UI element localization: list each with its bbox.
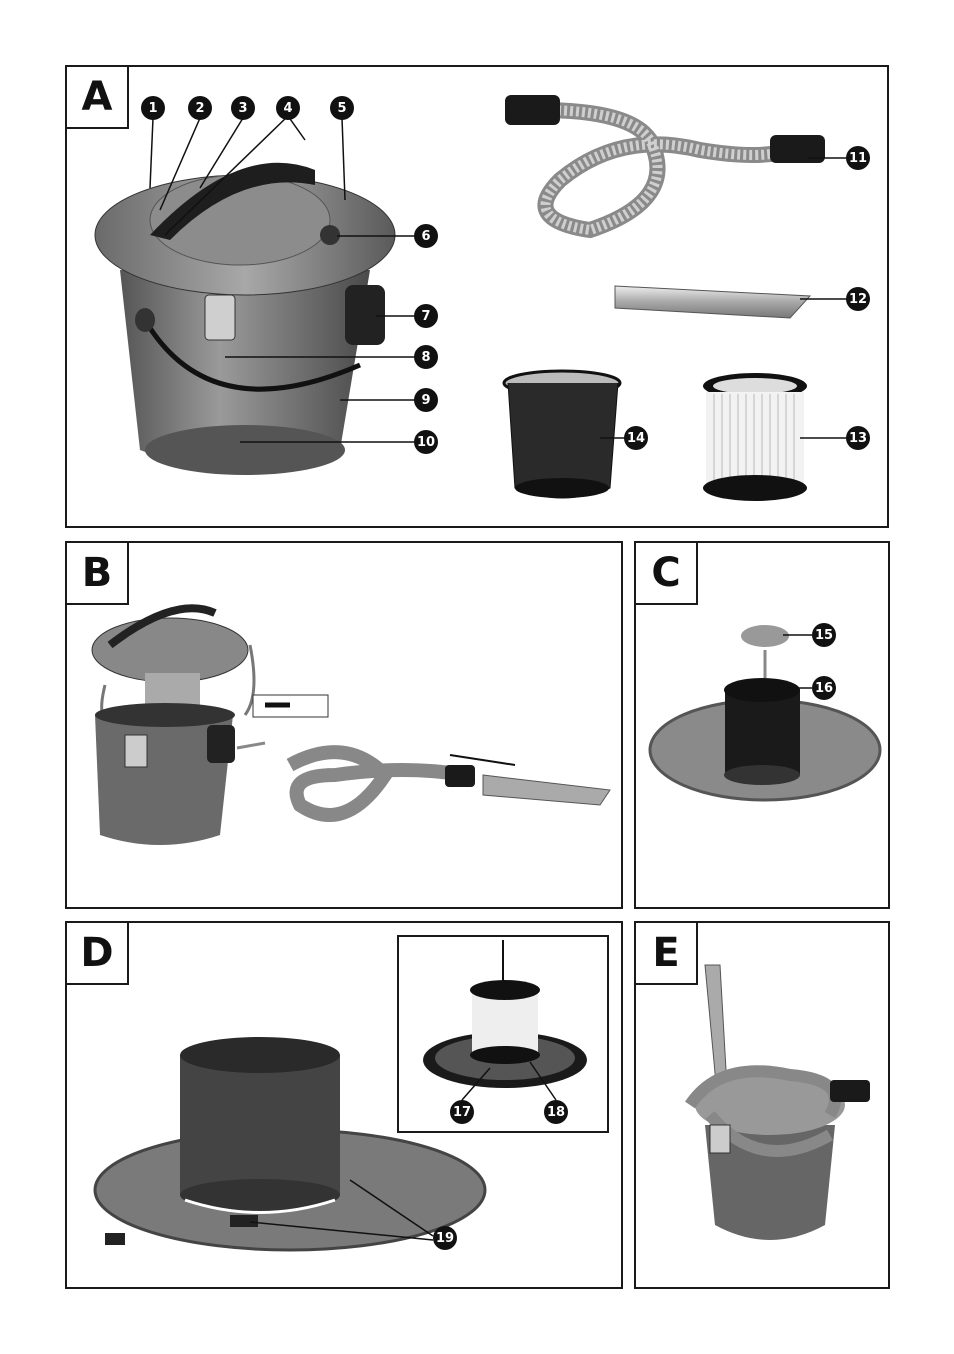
callout-19: 19 (433, 1226, 457, 1250)
stored-vacuum-illustration (680, 965, 880, 1265)
